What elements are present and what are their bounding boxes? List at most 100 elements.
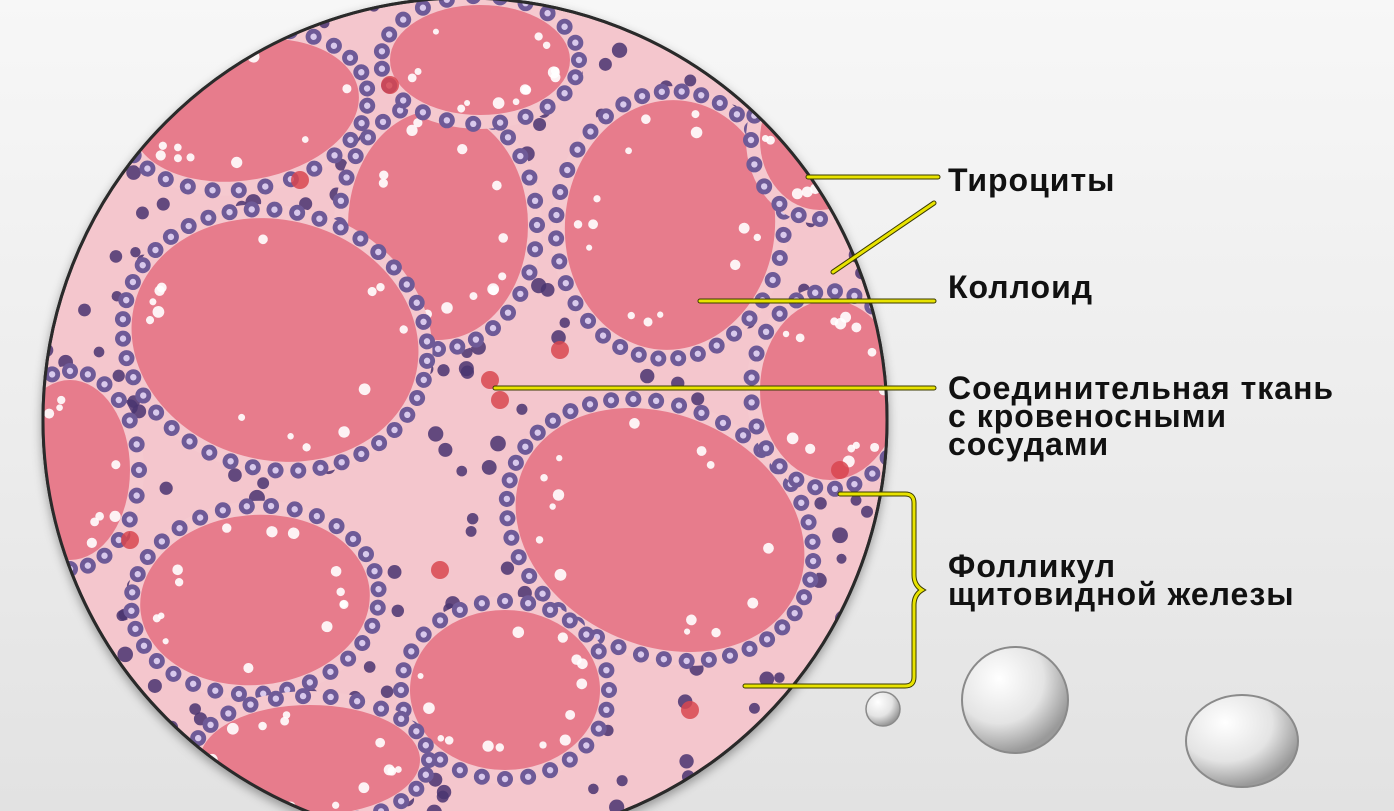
thyrocyte-nucleolus — [544, 10, 550, 16]
thyrocyte-nucleolus — [121, 102, 128, 109]
thyrocyte-nucleolus — [208, 33, 215, 40]
colloid-vacuole — [868, 348, 877, 357]
stroma-nucleus — [834, 21, 849, 36]
thyrocyte-nucleolus — [576, 57, 582, 63]
thyrocyte-nucleolus — [795, 212, 801, 218]
colloid-vacuole — [438, 735, 445, 742]
thyrocyte-nucleolus — [903, 362, 909, 368]
stroma-nucleus — [96, 181, 107, 192]
thyrocyte-nucleolus — [603, 667, 609, 673]
label-follicle-line-2: щитовидной железы — [948, 580, 1295, 608]
stroma-nucleus — [121, 728, 132, 739]
colloid-vacuole — [469, 292, 477, 300]
label-connective-tissue: Соединительная ткань с кровеносными сосу… — [948, 374, 1334, 458]
thyrocyte-nucleolus — [32, 553, 38, 559]
thyrocyte-nucleolus — [49, 371, 55, 377]
colloid-vacuole — [522, 85, 532, 95]
colloid-vacuole — [161, 87, 169, 95]
thyrocyte-nucleolus — [490, 325, 496, 331]
stroma-nucleus — [847, 668, 859, 680]
thyrocyte-nucleolus — [247, 701, 253, 707]
thyrocyte — [791, 57, 807, 73]
thyrocyte-nucleolus — [572, 40, 578, 46]
stroma-nucleus — [113, 370, 125, 382]
stroma-nucleus — [170, 766, 184, 780]
colloid-vacuole — [813, 79, 822, 88]
water-droplets — [866, 647, 1298, 787]
thyrocyte-nucleolus — [857, 73, 863, 79]
thyrocyte-nucleolus — [195, 735, 201, 741]
stroma-nucleus — [683, 15, 695, 27]
stroma-nucleus — [38, 515, 49, 526]
stroma-nucleus — [57, 173, 69, 185]
thyrocyte-nucleolus — [776, 463, 782, 469]
thyrocyte-nucleolus — [873, 183, 879, 189]
label-colloid: Коллоид — [948, 273, 1093, 301]
thyrocyte-nucleolus — [479, 774, 485, 780]
droplet-large — [1186, 695, 1298, 787]
thyrocyte — [878, 108, 894, 124]
thyrocyte-nucleolus — [838, 62, 844, 68]
thyrocyte-nucleolus — [596, 725, 602, 731]
colloid-vacuole — [493, 97, 505, 109]
thyrocyte — [891, 430, 907, 446]
stroma-nucleus — [700, 806, 714, 811]
stroma-nucleus — [814, 497, 826, 509]
stroma-nucleus — [826, 799, 837, 810]
thyrocyte-nucleolus — [121, 136, 128, 143]
thyrocyte-nucleolus — [532, 246, 538, 252]
colloid-vacuole — [39, 522, 48, 531]
colloid — [390, 5, 570, 115]
stroma-nucleus — [768, 756, 783, 771]
stroma-nucleus — [94, 347, 105, 358]
thyrocyte-nucleolus — [365, 134, 371, 140]
colloid-vacuole — [415, 68, 422, 75]
thyrocyte — [833, 57, 849, 73]
stroma-nucleus — [837, 707, 852, 722]
thyrocyte-nucleolus — [812, 290, 818, 296]
colloid-vacuole — [513, 98, 520, 105]
thyrocyte-nucleolus — [85, 371, 91, 377]
stroma-nucleus — [679, 754, 693, 768]
thyrocyte-nucleolus — [517, 153, 523, 159]
thyrocyte-nucleolus — [398, 798, 404, 804]
thyrocyte-nucleolus — [561, 24, 567, 30]
colloid-vacuole — [565, 710, 575, 720]
thyrocyte-nucleolus — [751, 161, 757, 167]
thyrocyte-nucleolus — [354, 698, 360, 704]
droplet-small — [866, 692, 900, 726]
colloid-vacuole — [792, 188, 803, 199]
stroma-nucleus — [278, 0, 291, 6]
stroma-nucleus — [194, 43, 205, 54]
thyrocyte-nucleolus — [189, 764, 195, 770]
stroma-nucleus — [110, 250, 123, 263]
colloid-vacuole — [860, 154, 871, 165]
thyrocyte — [178, 36, 197, 55]
thyrocyte-nucleolus — [408, 648, 414, 654]
thyrocyte-nucleolus — [0, 492, 6, 498]
stroma-nucleus — [36, 164, 50, 178]
stroma-nucleus — [148, 3, 162, 17]
stroma-nucleus — [832, 527, 848, 543]
thyrocyte-nucleolus — [127, 516, 133, 522]
colloid-vacuole — [227, 723, 239, 735]
thyrocyte-nucleolus — [327, 694, 333, 700]
label-follicle: Фолликул щитовидной железы — [948, 552, 1295, 608]
stroma-nucleus — [710, 762, 723, 775]
thyrocyte-nucleolus — [567, 617, 573, 623]
thyrocyte-nucleolus — [127, 417, 133, 423]
stroma-nucleus — [884, 526, 899, 541]
colloid-vacuole — [441, 302, 453, 314]
thyrocyte-nucleolus — [426, 757, 432, 763]
thyrocyte-nucleolus — [583, 742, 589, 748]
thyrocyte-nucleolus — [603, 707, 609, 713]
colloid-vacuole — [258, 722, 267, 731]
thyrocyte-nucleolus — [547, 767, 553, 773]
thyrocyte-nucleolus — [261, 26, 268, 33]
thyrocyte-nucleolus — [606, 687, 612, 693]
colloid-vacuole — [783, 331, 789, 337]
stroma-nucleus — [437, 364, 449, 376]
colloid-vacuole — [375, 738, 385, 748]
stroma-nucleus — [822, 157, 834, 169]
colloid-vacuole — [87, 538, 97, 548]
